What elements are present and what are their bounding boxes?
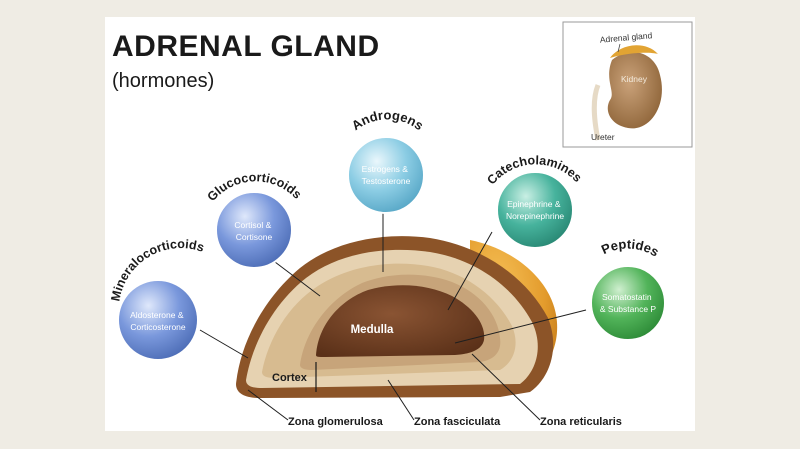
zona-glomerulosa-label: Zona glomerulosa [288,416,384,428]
gland-cross-section: Medulla Cortex [236,236,558,398]
inset-gland-label: Adrenal gland [599,30,652,45]
page-subtitle: (hormones) [112,70,215,92]
peptides-detail-1: Somatostatin [602,292,652,302]
svg-text:Somatostatin & Substance: Somatostatin & Substance P [600,292,657,314]
catecholamines-detail-2: Norepinephrine [506,211,564,221]
kidney-shape [607,52,662,129]
hormone-circle-androgens: Estrogens & Testosterone Androgens [347,107,427,214]
medulla-shape [316,285,485,357]
svg-text:Cortisol & Cortisone: Cortisol & Cortisone [234,220,273,242]
catecholamines-detail-1: Epinephrine & [507,199,561,209]
androgens-detail-2: Testosterone [362,176,411,186]
mineralocorticoids-detail-2: Corticosterone [130,322,186,332]
cortex-label: Cortex [272,372,308,384]
glucocorticoids-detail-2: Cortisone [236,232,273,242]
hormone-circle-mineralocorticoids: Aldosterone & Corticosterone Mineralocor… [108,237,206,361]
androgens-detail-1: Estrogens & [362,164,409,174]
svg-text:Estrogens & Testosterone: Estrogens & Testosterone [362,164,411,186]
leader-lines [199,212,587,421]
inset-kidney-label: Kidney [621,74,648,84]
page-title: ADRENAL GLAND [112,30,380,63]
zona-fasciculata-label: Zona fasciculata [414,416,501,428]
zona-reticularis-label: Zona reticularis [540,416,622,428]
androgens-title: Androgens [349,107,427,133]
inset-panel: Adrenal gland Kidney Ureter [562,21,693,148]
inset-adrenal-shape [610,45,658,58]
svg-text:Epinephrine & Norepineph: Epinephrine & Norepinephrine [506,199,564,221]
hormone-circle-catecholamines: Epinephrine & Norepinephrine Catecholami… [484,153,585,249]
glucocorticoids-detail-1: Cortisol & [234,220,271,230]
inset-ureter-label: Ureter [591,132,615,142]
medulla-label: Medulla [351,324,394,336]
svg-text:Peptides: Peptides [599,236,662,259]
hormone-circle-peptides: Somatostatin & Substance P Peptides [590,236,666,341]
svg-text:Androgens: Androgens [349,107,427,133]
mineralocorticoids-detail-1: Aldosterone & [130,310,184,320]
peptides-detail-2: & Substance P [600,304,657,314]
svg-text:Aldosterone & Corticoste: Aldosterone & Corticosterone [130,310,186,332]
peptides-title: Peptides [599,236,662,259]
hormone-circle-glucocorticoids: Cortisol & Cortisone Glucocorticoids [205,170,304,269]
